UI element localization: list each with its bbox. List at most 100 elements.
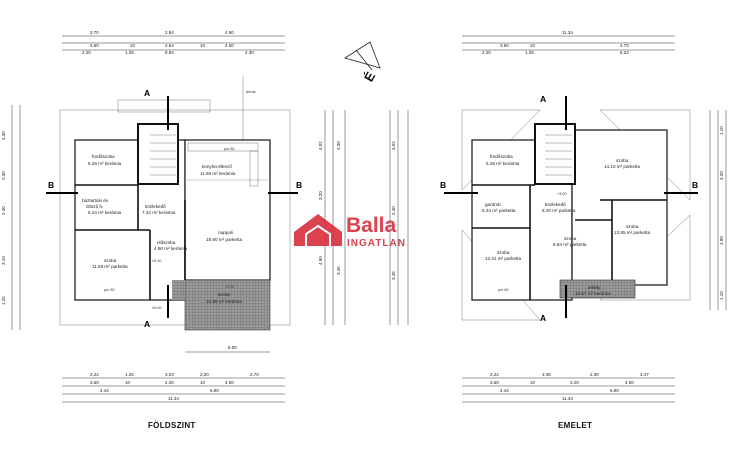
dim-label: 8.84	[165, 50, 174, 55]
dim-label: 6.90	[210, 388, 219, 393]
room-name: közlekedő	[545, 202, 566, 207]
dim-label: 3.45	[336, 266, 341, 275]
dim-label: 3.60	[90, 43, 99, 48]
dim-label: 4.30	[336, 141, 341, 150]
kitchen-counter	[249, 150, 259, 187]
ground-floor-title: FÖLDSZINT	[148, 421, 196, 430]
dim-label: 3.35	[542, 372, 551, 377]
dim-label: 6.00	[228, 345, 237, 350]
dim-label: 2.22	[90, 372, 99, 377]
terrace-step	[172, 280, 185, 300]
dim-label: 1.10	[719, 126, 724, 135]
room-name: szoba	[616, 158, 629, 163]
dim-label: 3.45	[391, 271, 396, 280]
dim-label: 4.80	[225, 30, 234, 35]
room-area: 14.10 m² parketta	[604, 164, 640, 169]
upper-top-dimensions: 11.34 3.60 10 4.70 2.20 1.25 8.22	[462, 30, 675, 55]
level-mark: ±0.10	[152, 259, 161, 263]
dim-label: 11.34	[168, 396, 179, 401]
dim-label: 4.02	[391, 141, 396, 150]
watermark-bottom: INGATLAN	[347, 238, 406, 249]
staircase	[545, 134, 572, 176]
room-name: szoba	[564, 236, 577, 241]
dim-label: 11.34	[562, 396, 573, 401]
ground-bottom-dimensions: 6.00 2.22 1.25 3.03 2.30 2.70 3.60 10 2.…	[62, 345, 285, 403]
upper-floor-title: EMELET	[558, 421, 592, 430]
dim-label: 2.30	[590, 372, 599, 377]
dim-label: 3.10	[1, 256, 6, 265]
dim-label: 3.60	[90, 380, 99, 385]
dim-label: 8.22	[620, 50, 629, 55]
dim-label: 3.03	[165, 372, 174, 377]
dim-label: 1.25	[125, 372, 134, 377]
dim-label: 3.20	[719, 171, 724, 180]
dim-label: 1.25	[125, 50, 134, 55]
room-area: 19.90 m² parketta	[206, 237, 242, 242]
room-name: fürdőszoba	[92, 154, 115, 159]
section-marker-b: B	[296, 180, 302, 190]
upper-floor-plan: 11.34 3.60 10 4.70 2.20 1.25 8.22	[440, 30, 727, 430]
dim-label: 4.90	[318, 256, 323, 265]
dim-label: 3.60	[490, 380, 499, 385]
dim-label: 11.34	[562, 30, 573, 35]
upper-section-markers: A A B B	[440, 94, 698, 323]
ground-floor-plan: 3.70 2.84 4.80 3.60 10 2.64 10 4.50 2.20…	[1, 30, 409, 430]
level-mark: ±0.00	[152, 306, 161, 310]
pipe-label: pm 80	[104, 288, 115, 292]
upper-room-labels: fürdőszoba 6.28 m² kerámia gardrob 5.34 …	[482, 154, 650, 296]
eaves-outline	[59, 109, 291, 326]
room-area: 8.64 m² parketta	[553, 242, 587, 247]
ground-right-dimensions: 4.02 3.20 4.90 4.30 3.45 4.02 2.40 3.45	[318, 110, 409, 325]
dim-label: 10	[200, 380, 206, 385]
room-name: fürdőszoba	[490, 154, 513, 159]
dim-label: 2.30	[245, 50, 254, 55]
room-area: 6.28 m² kerámia	[486, 161, 520, 166]
north-arrow: É	[344, 41, 381, 84]
room-name: közlekedő	[145, 204, 166, 209]
pipe-label: pm 80	[498, 288, 509, 292]
room-name: nappali	[218, 230, 233, 235]
room-name: erkély	[588, 285, 601, 290]
dim-label: 4.44	[100, 388, 109, 393]
dim-label: 4.50	[625, 380, 634, 385]
ground-top-dimensions: 3.70 2.84 4.80 3.60 10 2.64 10 4.50 2.20…	[62, 30, 285, 55]
dim-label: 10	[200, 43, 206, 48]
room-area: 16.67 m² kerámia	[575, 291, 611, 296]
dim-label: 10	[530, 380, 536, 385]
dim-label: 10	[130, 43, 136, 48]
room-area: 7.44 m² kerámia	[142, 210, 176, 215]
room-name: öltöző h.	[86, 204, 103, 209]
level-mark: +3.00	[557, 192, 567, 196]
dim-label: 6.90	[610, 388, 619, 393]
dim-label: 4.02	[318, 141, 323, 150]
pipe-label: pm 80	[224, 147, 235, 151]
dim-label: 10	[530, 43, 536, 48]
section-marker-b: B	[692, 180, 698, 190]
entrance-canopy	[117, 99, 211, 113]
dim-label: 2.70	[250, 372, 259, 377]
upper-walls	[471, 123, 668, 301]
room-area: 16.80 m² kerámia	[206, 299, 242, 304]
upper-bottom-dimensions: 2.22 3.35 2.30 3.47 3.60 10 3.20 4.50 4.…	[462, 372, 675, 403]
north-letter: É	[361, 69, 378, 84]
dim-label: 10	[125, 380, 131, 385]
dim-label: 2.40	[1, 206, 6, 215]
dim-label: 2.30	[200, 372, 209, 377]
dim-label: 4.70	[620, 43, 629, 48]
room-area: 11.80 m² kerámia	[200, 171, 236, 176]
dim-label: 2.64	[165, 43, 174, 48]
section-marker-a: A	[540, 94, 546, 104]
dim-label: 2.20	[82, 50, 91, 55]
dim-label: 4.50	[225, 380, 234, 385]
dim-label: 2.84	[165, 30, 174, 35]
room-name: előszoba	[157, 240, 176, 245]
dim-label: 1.10	[719, 291, 724, 300]
dim-label: 1.25	[1, 296, 6, 305]
dim-label: 1.25	[525, 50, 534, 55]
dim-label: 2.40	[391, 206, 396, 215]
upper-right-dimensions: 1.10 3.20 4.90 1.10	[709, 110, 727, 310]
terrace-roof-label: terrác	[246, 90, 256, 94]
dim-label: 3.20	[570, 380, 579, 385]
room-area: 6.28 m² kerámia	[88, 161, 122, 166]
